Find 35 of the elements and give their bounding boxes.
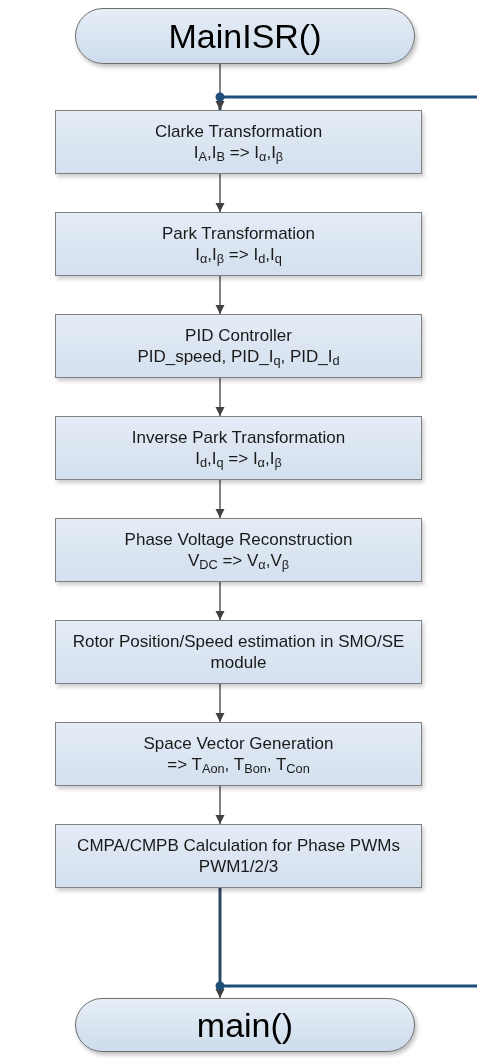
step-text: I$_{α}$,I$_{β}$ => I$_{d}$,I$_{q}$	[195, 244, 282, 266]
process-box	[55, 620, 422, 684]
process-box	[55, 212, 422, 276]
step-text: I$_{d}$,I$_{q}$ => I$_{α}$,I$_{β}$	[195, 448, 282, 470]
arrow	[215, 275, 225, 315]
arrow	[215, 63, 225, 111]
step-title: Phase Voltage Reconstruction	[124, 528, 353, 550]
step-title: Clarke Transformation	[154, 120, 323, 142]
step-text: V$_{DC}$ => V$_{α}$,V$_{β}$	[187, 550, 290, 572]
process-box	[55, 518, 422, 582]
step-title: PID Controller	[185, 324, 292, 346]
process-box	[55, 722, 422, 786]
arrow	[215, 377, 225, 417]
terminator	[75, 998, 415, 1052]
arrow	[215, 887, 225, 999]
arrow	[215, 683, 225, 723]
arrow	[215, 479, 225, 519]
step-title: Park Transformation	[161, 222, 316, 244]
terminator	[75, 8, 415, 64]
arrow	[215, 173, 225, 213]
terminator-label: main()	[196, 1008, 294, 1042]
step-title: Inverse Park Transformation	[131, 426, 346, 448]
step-text: Rotor Position/Speed estimation in SMO/SE module	[71, 630, 406, 674]
arrow	[215, 581, 225, 621]
step-text: PID_speed, PID_I$_{q}$, PID_I$_{d}$	[137, 346, 340, 368]
terminator-label: MainISR()	[168, 19, 322, 53]
arrow	[215, 785, 225, 825]
process-box	[55, 314, 422, 378]
step-text: I$_{A}$,I$_{B}$ => I$_{α}$,I$_{β}$	[193, 142, 284, 164]
step-text: => T$_{Aon}$, T$_{Bon}$, T$_{Con}$	[167, 754, 310, 776]
step-text: CMPA/CMPB Calculation for Phase PWMs PWM1/2/3	[76, 834, 401, 878]
process-box	[55, 416, 422, 480]
process-box	[55, 824, 422, 888]
step-title: Space Vector Generation	[143, 732, 334, 754]
process-box	[55, 110, 422, 174]
